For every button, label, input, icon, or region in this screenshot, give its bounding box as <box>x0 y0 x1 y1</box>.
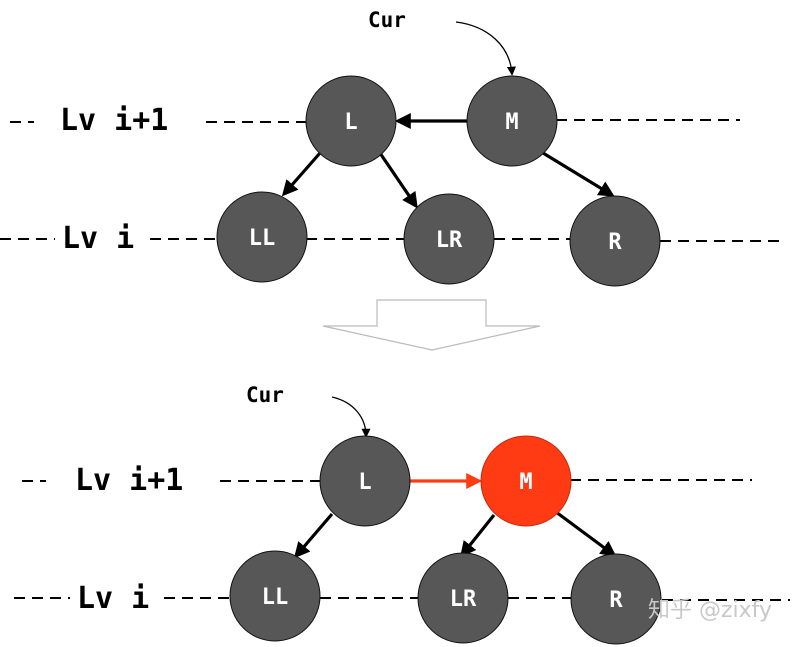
node-l: L <box>305 75 397 167</box>
level-label-lower: Lv i <box>77 581 149 616</box>
node-label: R <box>608 230 622 255</box>
edge-m-to-r <box>542 151 615 197</box>
after-panel: Lv i+1 Lv i Cur L M LL LR R <box>14 383 790 645</box>
node-circle <box>480 435 572 527</box>
node-label: R <box>609 588 623 613</box>
node-circle <box>216 191 308 283</box>
node-r: R <box>570 553 662 645</box>
down-arrow-outline-icon <box>322 299 541 351</box>
node-lr: LR <box>417 552 509 644</box>
node-label: LR <box>436 228 463 253</box>
node-label: M <box>505 110 518 135</box>
node-ll: LL <box>229 550 321 642</box>
node-circle <box>319 435 411 527</box>
cursor-pointer <box>455 21 517 76</box>
node-r: R <box>569 195 661 287</box>
node-circle <box>305 75 397 167</box>
node-circle <box>570 553 662 645</box>
node-label: LL <box>249 226 276 251</box>
cursor-label: Cur <box>368 8 406 32</box>
node-circle <box>569 195 661 287</box>
node-lr: LR <box>403 193 495 285</box>
node-circle <box>403 193 495 285</box>
cursor-label: Cur <box>246 383 284 407</box>
before-panel: Lv i+1 Lv i Cur L M LL LR R <box>0 8 786 287</box>
level-label-lower: Lv i <box>62 221 134 256</box>
node-label: LL <box>262 585 289 610</box>
edge-l-to-ll <box>281 151 322 197</box>
node-circle <box>229 550 321 642</box>
node-m: M <box>466 75 558 167</box>
edge-l-to-lr <box>378 152 418 209</box>
node-m-highlighted: M <box>480 435 572 527</box>
node-l: L <box>319 435 411 527</box>
node-ll: LL <box>216 191 308 283</box>
edge-m-to-lr <box>460 514 496 558</box>
node-circle <box>417 552 509 644</box>
node-label: L <box>344 110 357 135</box>
edge-m-to-r <box>555 510 617 557</box>
cursor-pointer <box>331 396 371 438</box>
level-label-upper: Lv i+1 <box>60 103 168 138</box>
watermark: 知乎 @zixfy <box>648 598 772 623</box>
node-label: M <box>519 470 532 495</box>
node-label: L <box>358 470 371 495</box>
node-circle <box>466 75 558 167</box>
edge-l-to-ll <box>293 512 334 559</box>
node-label: LR <box>450 587 477 612</box>
level-label-upper: Lv i+1 <box>75 463 183 498</box>
